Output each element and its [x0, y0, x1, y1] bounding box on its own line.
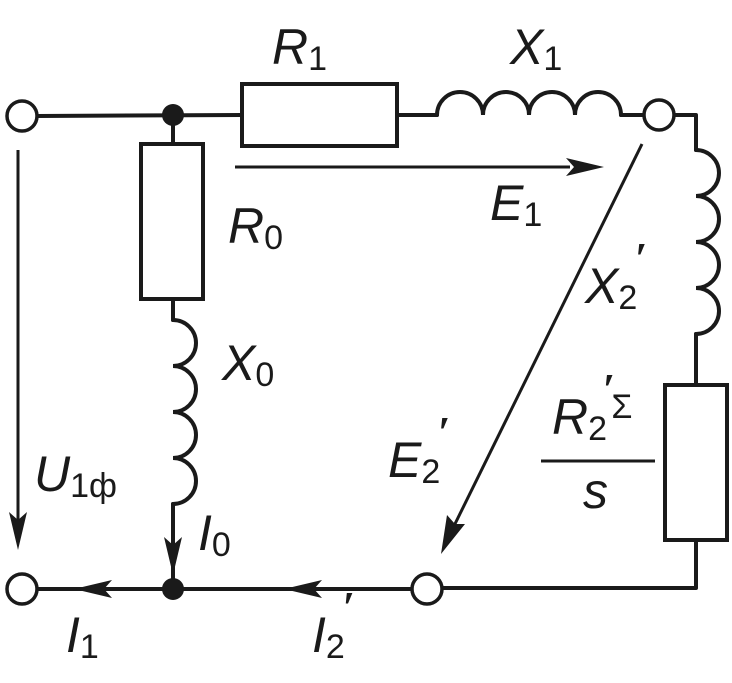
label-i1: I1 [66, 607, 99, 666]
label-slip: s [583, 463, 608, 519]
label-x2: X2′ [584, 234, 648, 317]
resistor-r0-icon [139, 142, 205, 301]
label-i0: I0 [198, 505, 231, 564]
top-wire-left [35, 113, 244, 118]
node-bottom-icon [162, 578, 184, 600]
terminal-bottom-right-icon [410, 572, 444, 606]
terminal-top-left-icon [5, 99, 39, 133]
label-e1: E1 [490, 175, 542, 234]
inductor-x2-icon [694, 148, 721, 336]
emf-arrow-e2-head-icon [441, 515, 465, 554]
node-top-icon [162, 104, 184, 126]
label-r1: R1 [272, 19, 327, 78]
terminal-bottom-left-icon [5, 572, 39, 606]
label-u1: U1ф [34, 446, 117, 505]
label-x0: X0 [221, 335, 274, 394]
current-arrow-i2-head-icon [284, 580, 322, 598]
inductor-x1-icon [435, 90, 623, 117]
wire-right-top [672, 113, 698, 152]
current-arrow-i1-head-icon [74, 580, 112, 598]
voltage-arrow-u1-head-icon [9, 512, 27, 550]
emf-arrow-e1-head-icon [566, 158, 604, 176]
label-r0: R0 [228, 198, 283, 257]
wire-right-bottom [440, 538, 698, 590]
inductor-x0-icon [171, 318, 198, 506]
label-x1: X1 [509, 19, 562, 78]
label-e2: E2′ [388, 408, 451, 491]
terminal-top-right-icon [642, 98, 676, 132]
resistor-r1-icon [240, 82, 399, 148]
emf-arrow-e2 [450, 143, 644, 531]
current-arrow-i0-head-icon [164, 537, 182, 575]
resistor-r2-icon [663, 383, 729, 542]
label-i2: I2′ [312, 583, 355, 666]
label-r2-numerator: R2′Σ [552, 365, 632, 448]
